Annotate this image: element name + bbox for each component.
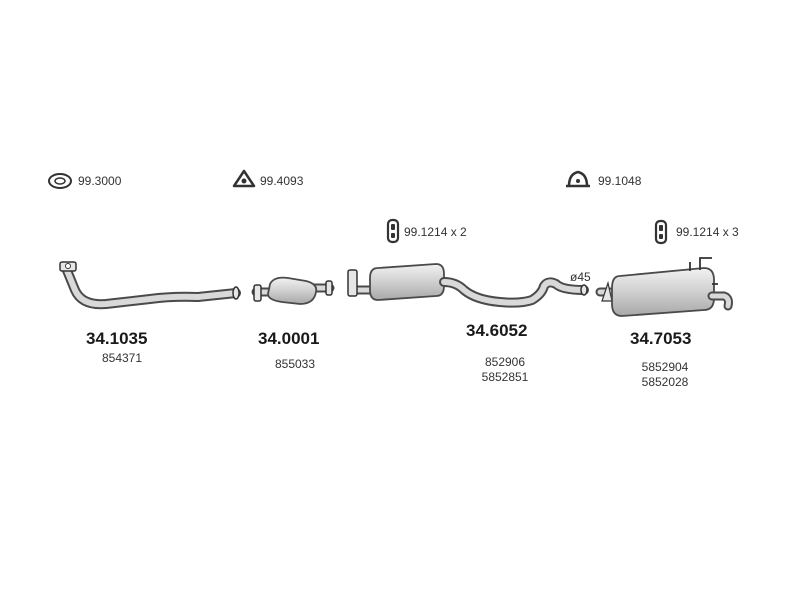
oem-list-rear-silencer: 5852904 5852028 [630, 360, 700, 390]
oem-number: 852906 [484, 355, 526, 369]
clamp-icon [566, 170, 590, 188]
middle-silencer [347, 263, 589, 308]
oem-number: 5852851 [481, 370, 529, 384]
part-code-rear-silencer: 34.7053 [630, 329, 692, 348]
front-pipe [59, 261, 241, 310]
rubber-hanger-icon [386, 218, 400, 244]
oem-list-middle-silencer: 852906 5852851 [470, 355, 540, 385]
oem-number: 855033 [274, 357, 316, 371]
part-code-catalytic-converter: 34.0001 [258, 329, 320, 348]
rear-silencer [595, 257, 733, 317]
hanger-middle-code: 99.1214 x 2 [404, 225, 467, 239]
triangle-gasket-code: 99.4093 [260, 174, 304, 188]
hanger-rear-code: 99.1214 x 3 [676, 225, 739, 239]
ring-gasket-code: 99.3000 [78, 174, 122, 188]
oem-number: 5852904 [641, 360, 689, 374]
oem-list-front-pipe: 854371 [92, 351, 152, 366]
catalytic-converter [251, 276, 335, 305]
ring-gasket-icon [48, 173, 72, 189]
rubber-hanger-icon [654, 219, 668, 245]
oem-number: 5852028 [641, 375, 689, 389]
diameter-label: ø45 [570, 270, 591, 284]
part-code-middle-silencer: 34.6052 [466, 321, 528, 340]
oem-number: 854371 [101, 351, 143, 365]
part-code-front-pipe: 34.1035 [86, 329, 148, 348]
oem-list-catalytic-converter: 855033 [265, 357, 325, 372]
clamp-code: 99.1048 [598, 174, 642, 188]
triangle-gasket-icon [232, 169, 256, 188]
